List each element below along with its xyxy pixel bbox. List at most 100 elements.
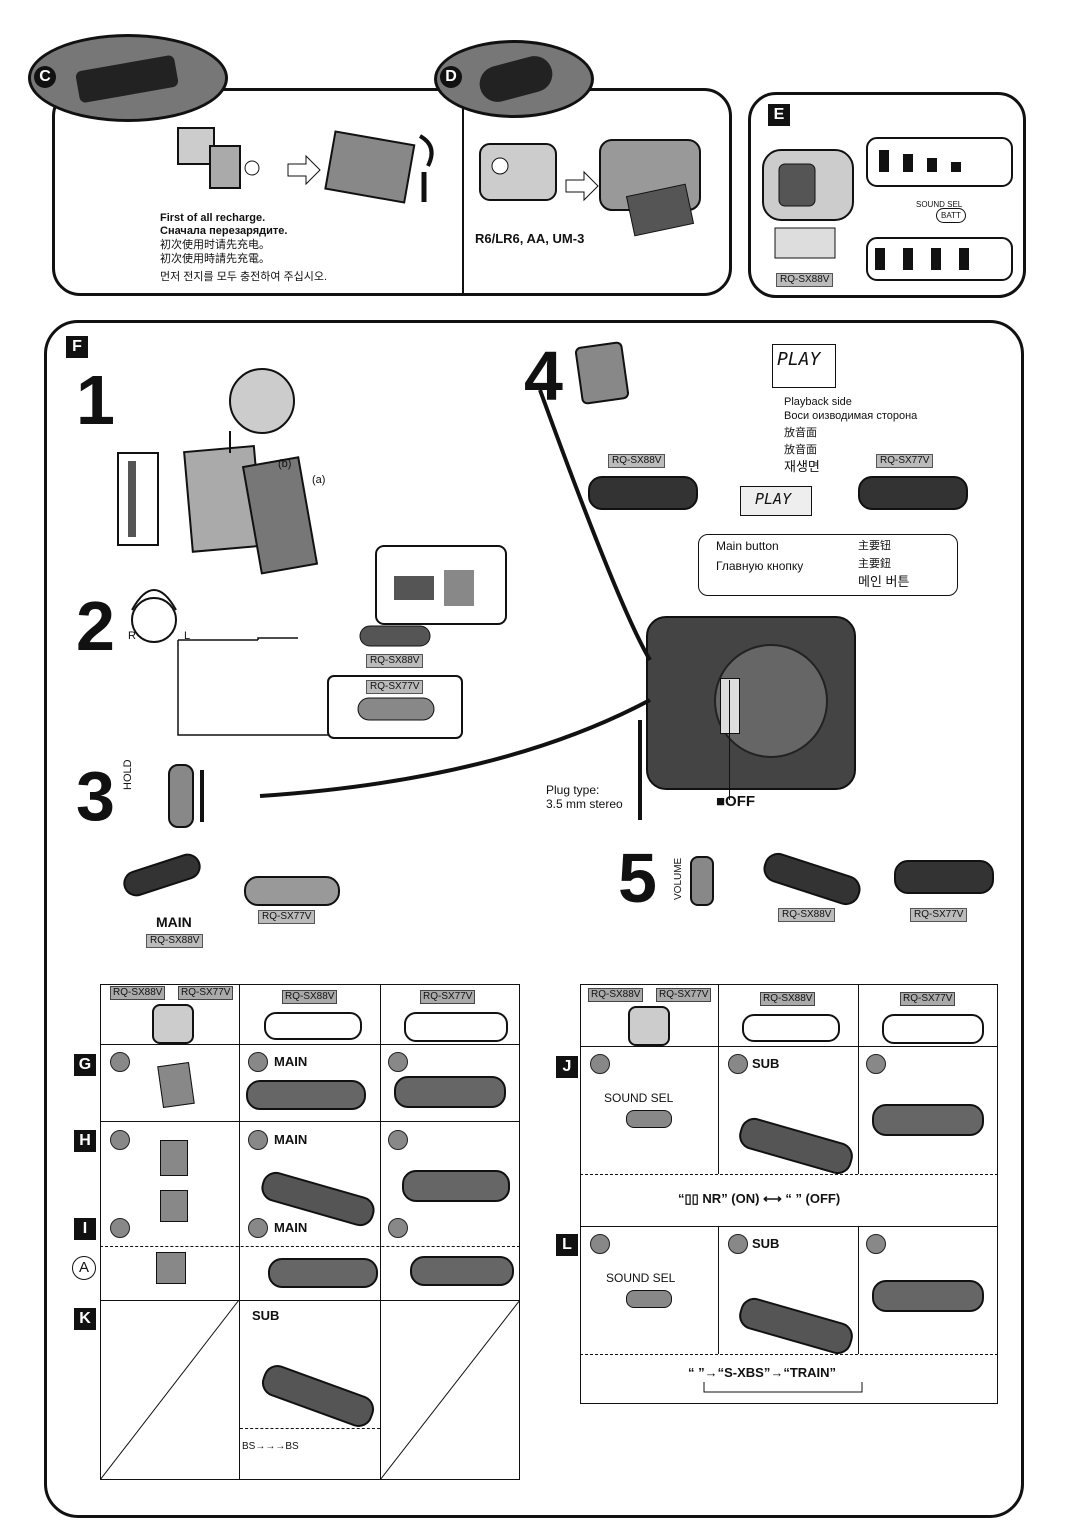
battery-pack-image [74, 54, 180, 104]
a-remote-sx77v [410, 1256, 514, 1286]
step-5: 5 [618, 839, 657, 917]
right-table-col2b [858, 1226, 859, 1354]
hold-label: HOLD [122, 759, 134, 790]
j-batt-button[interactable] [626, 1110, 672, 1128]
sound-sel-label: SOUND SEL [916, 200, 963, 209]
h-button-image[interactable] [160, 1140, 188, 1176]
recharge-en: First of all recharge. [160, 212, 266, 224]
step4-model-sx77v: RQ-SX77V [876, 454, 934, 468]
left-table [100, 984, 520, 1480]
label-l: L [184, 630, 191, 642]
row-a-label: A [72, 1256, 96, 1280]
right-table-l-divider [580, 1354, 998, 1355]
row-j-label: J [556, 1056, 578, 1078]
j-col3-icon [866, 1054, 886, 1074]
playback-zh-s: 放音面 [784, 427, 817, 439]
l-sound-sel: SOUND SEL [606, 1271, 676, 1285]
j-sound-sel: SOUND SEL [604, 1091, 674, 1105]
step3-main-label: MAIN [156, 914, 192, 930]
h-remote-sx77v [402, 1170, 510, 1202]
panel-divider [462, 100, 464, 294]
right-header-remote-sx88v [742, 1014, 840, 1042]
i-main-label: MAIN [274, 1220, 308, 1235]
panel-f-badge: F [66, 336, 88, 358]
left-table-diagonals [100, 1300, 520, 1480]
j-col2-icon [728, 1054, 748, 1074]
connector-lines [259, 389, 730, 820]
recharge-ru: Сначала перезарядите. [160, 225, 288, 237]
step3-model-sx77v: RQ-SX77V [258, 910, 316, 924]
panel-e-model: RQ-SX88V [776, 273, 834, 287]
label-b: (b) [278, 458, 292, 470]
right-table [580, 984, 998, 1404]
g-button-image[interactable] [157, 1061, 195, 1109]
j-col1-icon [590, 1054, 610, 1074]
panel-d-badge: D [440, 66, 462, 88]
step-2: 2 [76, 587, 115, 665]
device-main-button[interactable] [720, 678, 740, 734]
left-header-model-sx77v: RQ-SX77V [178, 986, 234, 1000]
right-header-device [628, 1006, 670, 1046]
play-display-small: PLAY [740, 486, 812, 516]
i-button-image[interactable] [160, 1190, 188, 1222]
i-col2-icon [248, 1218, 268, 1238]
a-button-image[interactable] [156, 1252, 186, 1284]
l-col1-icon [590, 1234, 610, 1254]
xbs-text: “ ”→“S-XBS”→“TRAIN” [688, 1365, 837, 1380]
play-display-small-text: PLAY [755, 490, 792, 508]
battery-indicator-illustration [762, 137, 1013, 281]
row-k-label: K [74, 1308, 96, 1330]
play-button-image[interactable] [574, 340, 630, 406]
panel-e-badge: E [768, 104, 790, 126]
g-main-label: MAIN [274, 1054, 308, 1069]
hold-arrow [200, 770, 204, 822]
playback-ru: Воси оизводимая сторона [784, 410, 918, 422]
step5-model-sx88v: RQ-SX88V [778, 908, 836, 922]
nr-text: “▯▯ NR” (ON) ⟷ “ ” (OFF) [678, 1191, 841, 1206]
panel-f-frame [44, 320, 1024, 1518]
recharge-zh-s: 初次使用时请先充电。 [160, 239, 270, 251]
step2-model-sx88v: RQ-SX88V [366, 654, 424, 668]
recharge-zh-t: 初次使用時請先充電。 [160, 253, 270, 265]
g-col3-icon [388, 1052, 408, 1072]
play-display-text: PLAY [777, 349, 821, 370]
step4-remote-sx88v [588, 476, 698, 510]
battery-image [475, 52, 557, 106]
play-display: PLAY [772, 344, 836, 388]
main-button-zh-t: 主要鈕 [858, 558, 891, 570]
l-batt-button[interactable] [626, 1290, 672, 1308]
i-col3-icon [388, 1218, 408, 1238]
h-col1-icon [110, 1130, 130, 1150]
g-col2-icon [248, 1052, 268, 1072]
main-button-zh-s: 主要钮 [858, 540, 891, 552]
panel-c-oval [28, 34, 228, 122]
step4-remote-sx77v [858, 476, 968, 510]
h-col3-icon [388, 1130, 408, 1150]
step2-model-sx77v: RQ-SX77V [366, 680, 424, 694]
left-table-col2 [380, 984, 381, 1480]
step5-model-sx77v: RQ-SX77V [910, 908, 968, 922]
left-table-col1 [239, 984, 240, 1480]
h-main-label: MAIN [274, 1132, 308, 1147]
playback-ko: 재생면 [784, 459, 820, 474]
volume-wheel[interactable] [690, 856, 714, 906]
panel-c-badge: C [34, 66, 56, 88]
right-table-l-top [580, 1226, 998, 1227]
step3-model-sx88v: RQ-SX88V [146, 934, 204, 948]
plug-size: 3.5 mm stereo [546, 797, 623, 811]
right-col3-model: RQ-SX77V [900, 992, 956, 1006]
charger-illustration [177, 127, 434, 204]
l-col2-icon [728, 1234, 748, 1254]
label-r: R [128, 630, 136, 642]
l-remote-sx77v [872, 1280, 984, 1312]
panel-cd-frame [52, 88, 732, 296]
step5-remote-sx77v [894, 860, 994, 894]
right-table-j-divider [580, 1174, 998, 1175]
batt-button[interactable]: BATT [936, 208, 966, 223]
hold-switch[interactable] [168, 764, 194, 828]
xbs-return-arrow [703, 1382, 863, 1393]
row-i-label: I [74, 1218, 96, 1240]
main-button-ko: 메인 버튼 [858, 574, 910, 589]
left-table-row-g [100, 1121, 520, 1122]
g-remote-sx88v [246, 1080, 366, 1110]
